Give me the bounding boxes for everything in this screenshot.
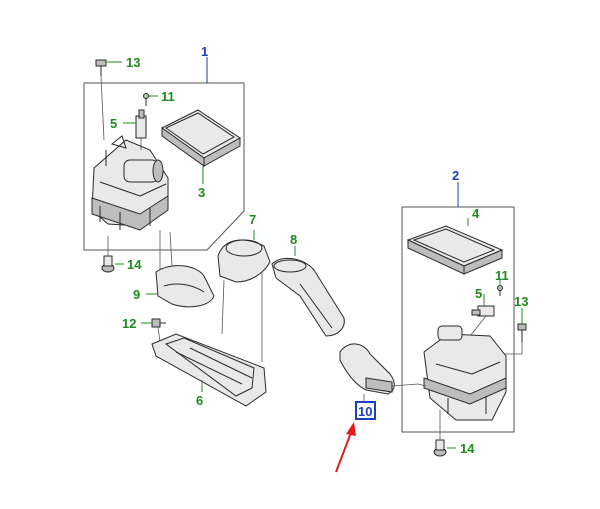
screw-11-left	[143, 93, 149, 106]
intake-duct-8	[271, 257, 345, 337]
air-cleaner-housing-right	[417, 325, 507, 421]
callout-2: 2	[452, 168, 459, 183]
callout-14-right: 14	[460, 441, 475, 456]
right-assembly-frame	[401, 206, 515, 433]
grommet-14-left	[101, 236, 115, 273]
mass-airflow-sensor-right	[469, 305, 495, 337]
right-assembly-group: 2 4 5 11	[401, 168, 528, 457]
intake-duct-10	[339, 343, 419, 395]
bolt-13-left	[95, 59, 107, 141]
callout-10-highlight-box	[355, 401, 376, 420]
air-deflector-panel-6	[151, 333, 267, 407]
callout-13-left: 13	[126, 55, 140, 70]
air-filter-element-left	[161, 109, 241, 167]
callout-3: 3	[198, 185, 205, 200]
callout-9: 9	[133, 287, 140, 302]
resonator-duct-9	[155, 230, 215, 308]
intake-duct-7	[217, 239, 271, 362]
callout-5-right: 5	[475, 286, 482, 301]
callout-7: 7	[249, 212, 256, 227]
red-arrow-icon	[335, 422, 356, 473]
left-assembly-frame	[83, 82, 245, 251]
air-filter-element-right	[406, 225, 504, 275]
callout-12: 12	[122, 316, 136, 331]
callout-6: 6	[196, 393, 203, 408]
air-cleaner-housing-left	[91, 135, 169, 231]
bolt-13-right	[504, 323, 527, 355]
callout-1: 1	[201, 44, 208, 59]
callout-11-left: 11	[161, 89, 175, 104]
callout-8: 8	[290, 232, 297, 247]
screw-11-right	[497, 285, 503, 296]
callout-13-right: 13	[514, 294, 528, 309]
callout-5-left: 5	[110, 116, 117, 131]
callout-11-right: 11	[495, 268, 509, 283]
callout-10: 10	[358, 404, 372, 419]
grommet-14-right	[433, 410, 447, 457]
mass-airflow-sensor-left	[135, 109, 147, 150]
callout-4: 4	[472, 206, 480, 221]
left-assembly-group: 1 3 5	[83, 44, 245, 273]
callout-14-left: 14	[127, 257, 142, 272]
